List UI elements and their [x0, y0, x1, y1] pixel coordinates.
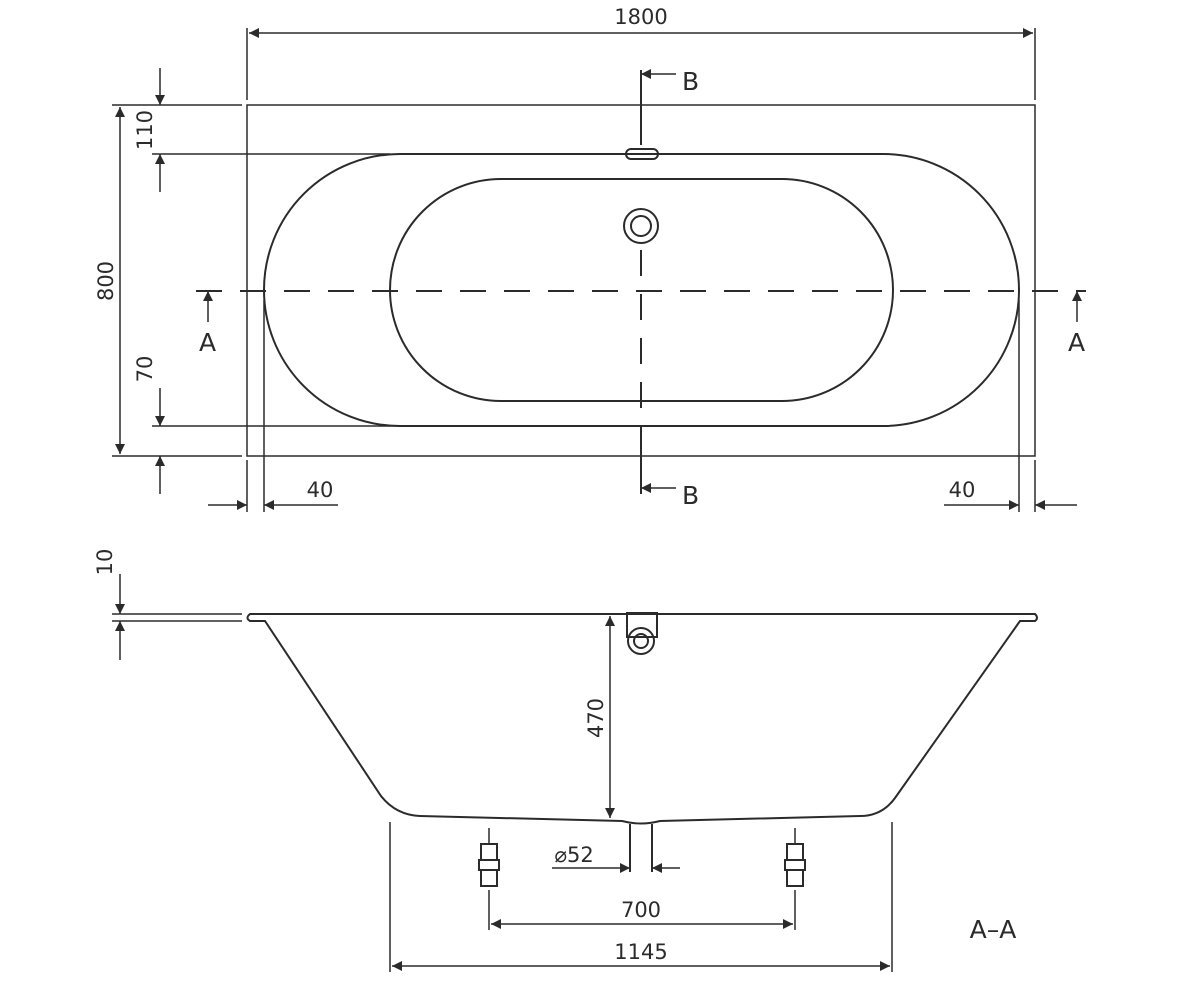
- section-title: A–A: [970, 915, 1017, 944]
- plan-view: A A B B 1800 800 110 70 40: [94, 5, 1086, 512]
- drain-outer-circle: [623, 208, 659, 244]
- left-margin-label: 40: [307, 478, 334, 502]
- section-a-left-label: A: [199, 328, 216, 357]
- width-label: 800: [94, 261, 118, 301]
- overflow-fitting-outer: [627, 627, 655, 655]
- rim-bottom-label: 70: [133, 356, 157, 383]
- overflow-fitting: [626, 612, 658, 638]
- section-b-bottom-label: B: [682, 481, 699, 510]
- rim-label: 10: [93, 549, 117, 576]
- section-view: 10 470 ⌀52 700 1145: [93, 549, 1038, 972]
- overflow-slot: [625, 148, 659, 160]
- drain-diameter-label: ⌀52: [554, 843, 593, 867]
- length-label: 1800: [614, 5, 667, 29]
- bottom-length-label: 1145: [614, 940, 667, 964]
- right-margin-label: 40: [949, 478, 976, 502]
- left-foot: [478, 828, 500, 887]
- drain-inner-circle: [630, 215, 652, 237]
- overflow-fitting-inner: [633, 633, 649, 649]
- rim-top-label: 110: [133, 110, 157, 150]
- tub-section-profile: [246, 613, 1038, 825]
- section-a-right-label: A: [1068, 328, 1085, 357]
- section-b-top-label: B: [682, 67, 699, 96]
- feet-spacing-label: 700: [621, 898, 661, 922]
- depth-label: 470: [584, 698, 608, 738]
- right-foot: [784, 828, 806, 887]
